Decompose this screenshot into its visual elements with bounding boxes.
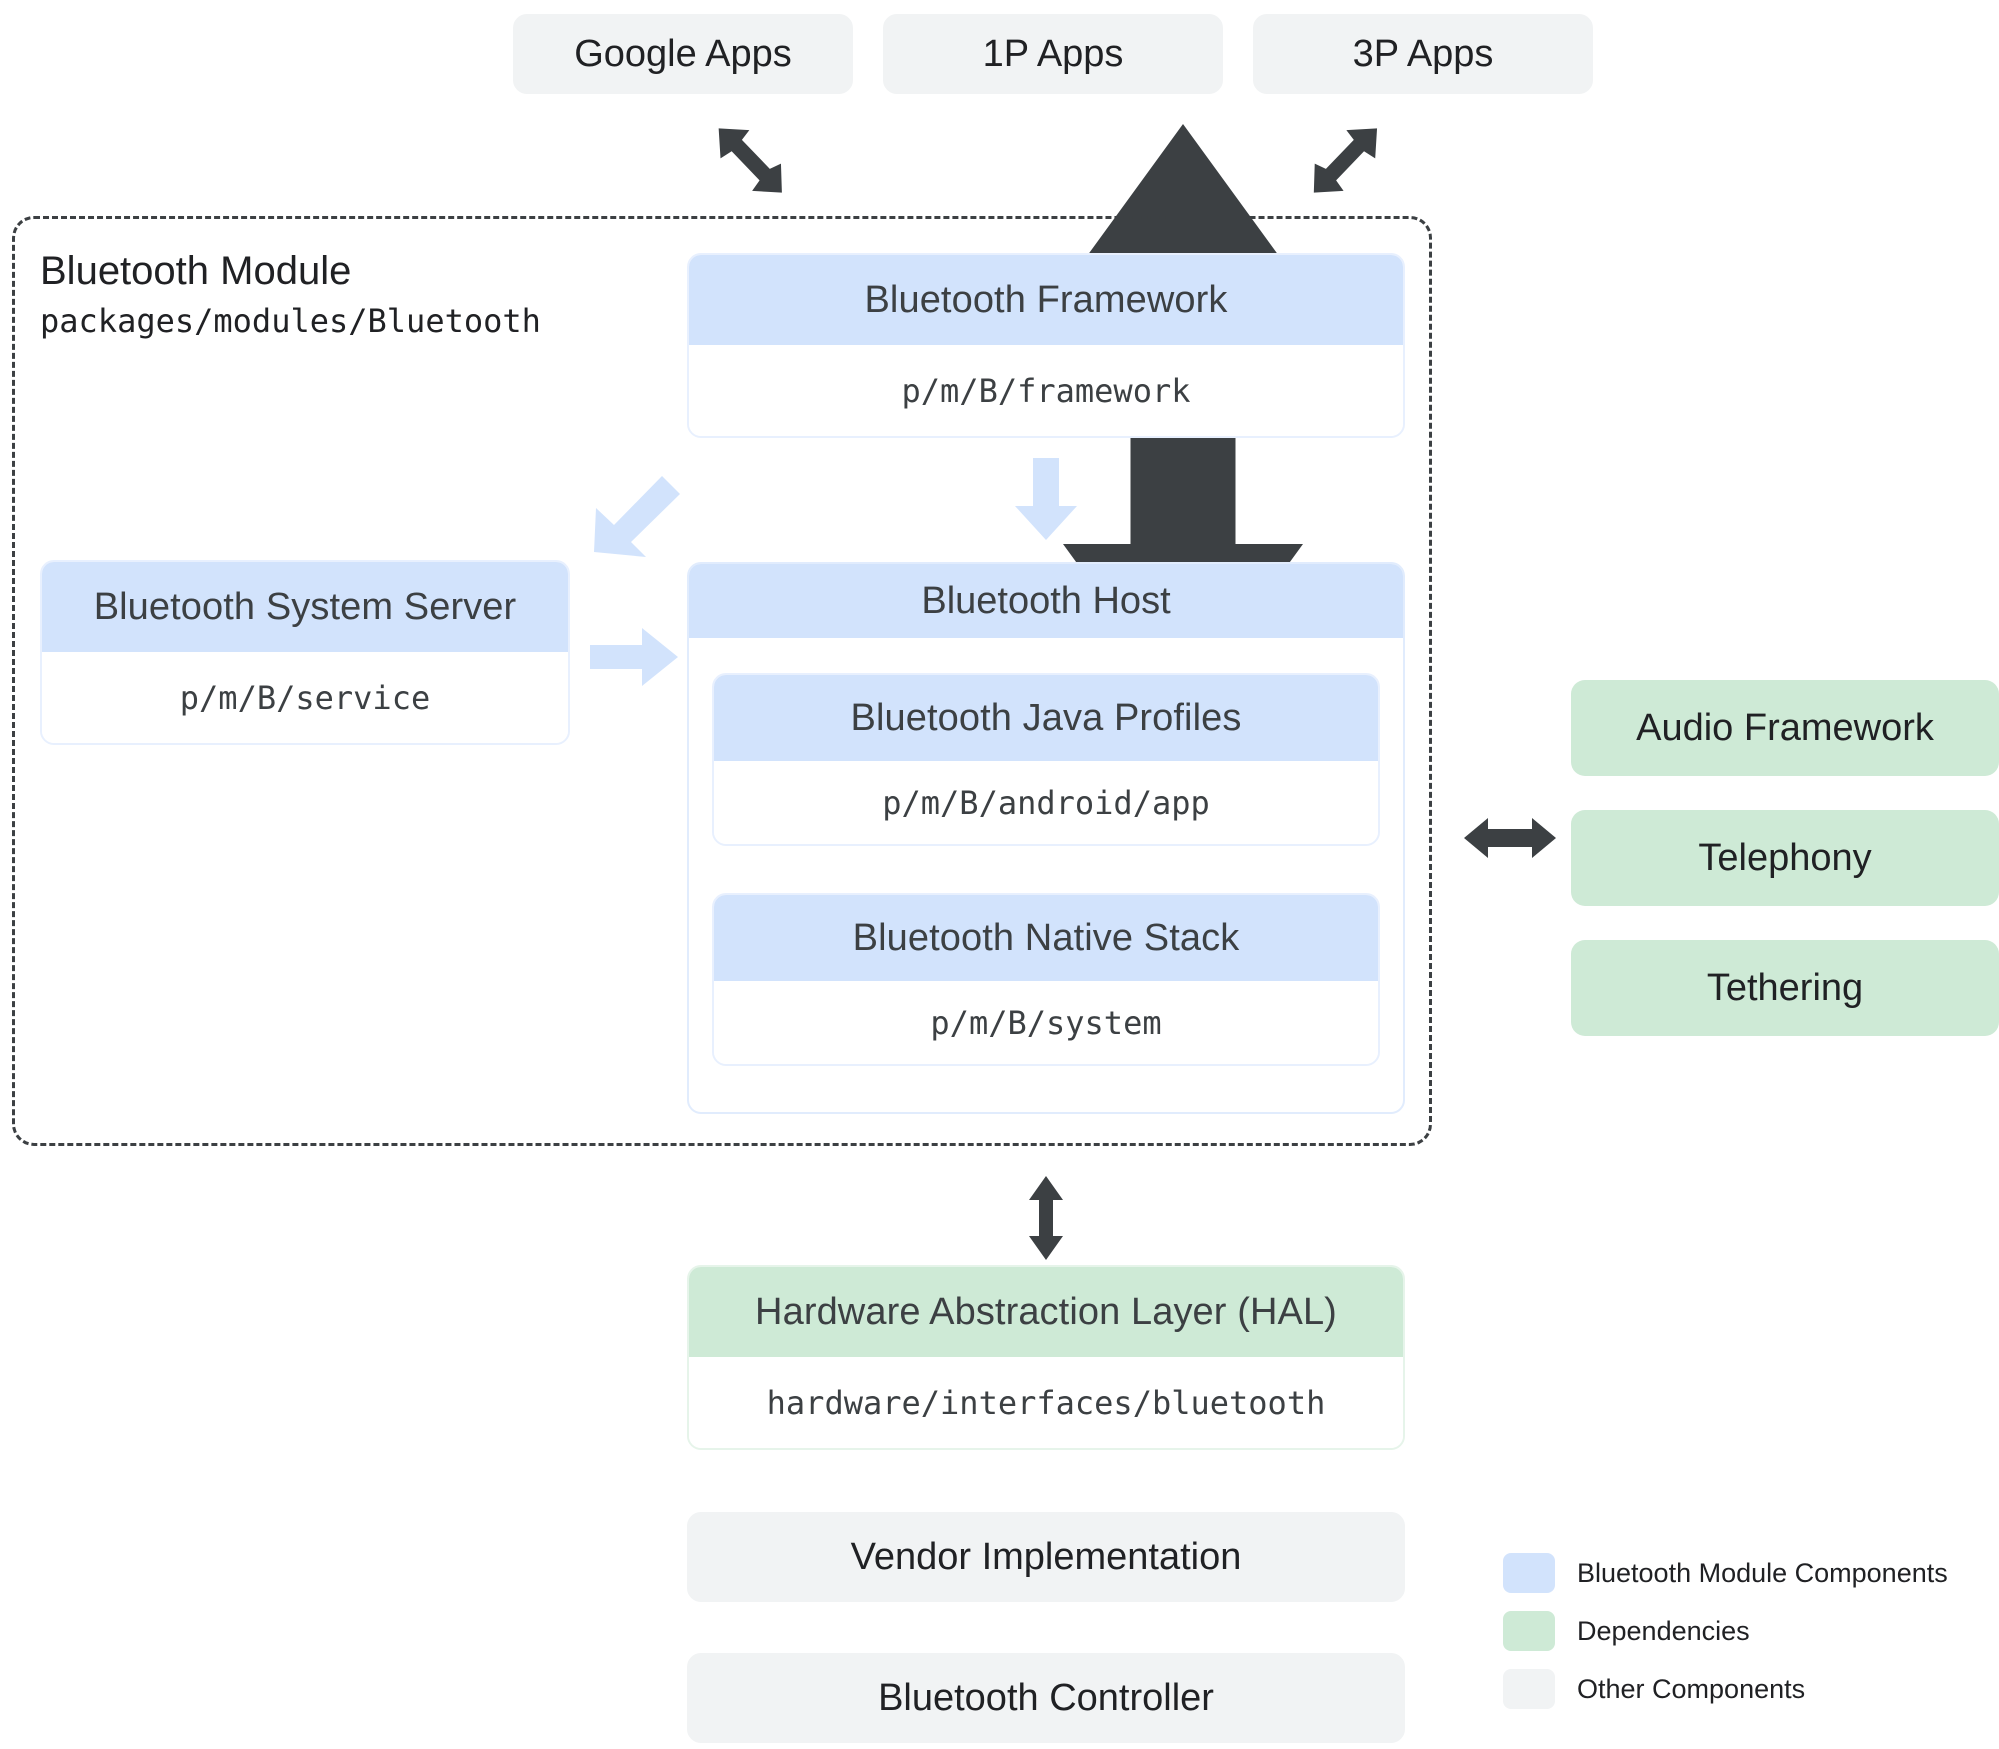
app-box-1p-apps[interactable]: 1P Apps <box>883 14 1223 94</box>
bluetooth-system-server-card[interactable]: Bluetooth System Server p/m/B/service <box>40 560 570 745</box>
app-box-google-apps-label: Google Apps <box>574 32 792 75</box>
dependency-audio-framework-label: Audio Framework <box>1636 706 1934 749</box>
app-box-1p-apps-label: 1P Apps <box>982 32 1124 75</box>
bluetooth-host-title: Bluetooth Host <box>689 564 1403 638</box>
legend-item-other-components: Other Components <box>1503 1669 1948 1709</box>
legend-item-module-components: Bluetooth Module Components <box>1503 1553 1948 1593</box>
dependency-telephony-label: Telephony <box>1698 836 1872 879</box>
legend-swatch-module-components <box>1503 1553 1555 1593</box>
bluetooth-module-path: packages/modules/Bluetooth <box>40 302 541 340</box>
arrow-system-server-to-host <box>590 626 678 688</box>
bluetooth-java-profiles-card[interactable]: Bluetooth Java Profiles p/m/B/android/ap… <box>712 673 1380 846</box>
bluetooth-native-stack-path: p/m/B/system <box>714 981 1378 1064</box>
legend-item-dependencies: Dependencies <box>1503 1611 1948 1651</box>
legend-label-dependencies: Dependencies <box>1577 1615 1750 1646</box>
bluetooth-java-profiles-path: p/m/B/android/app <box>714 761 1378 844</box>
bluetooth-framework-title: Bluetooth Framework <box>689 255 1403 345</box>
app-box-3p-apps-label: 3P Apps <box>1352 32 1494 75</box>
bluetooth-controller-box[interactable]: Bluetooth Controller <box>687 1653 1405 1743</box>
bluetooth-framework-card[interactable]: Bluetooth Framework p/m/B/framework <box>687 253 1405 438</box>
arrow-google-apps-to-module <box>712 128 802 200</box>
bluetooth-module-title: Bluetooth Module <box>40 249 352 293</box>
arrow-framework-to-system-server <box>588 462 684 558</box>
dependency-box-audio-framework[interactable]: Audio Framework <box>1571 680 1999 776</box>
hal-card[interactable]: Hardware Abstraction Layer (HAL) hardwar… <box>687 1265 1405 1450</box>
arrow-host-to-dependencies <box>1464 816 1556 860</box>
hal-title: Hardware Abstraction Layer (HAL) <box>689 1267 1403 1357</box>
arrow-framework-to-host <box>1005 458 1087 540</box>
legend: Bluetooth Module Components Dependencies… <box>1503 1553 1948 1709</box>
arrow-module-to-hal <box>1025 1176 1067 1260</box>
dependency-tethering-label: Tethering <box>1706 966 1864 1009</box>
bluetooth-native-stack-title: Bluetooth Native Stack <box>714 895 1378 981</box>
bluetooth-java-profiles-title: Bluetooth Java Profiles <box>714 675 1378 761</box>
legend-swatch-dependencies <box>1503 1611 1555 1651</box>
hal-path: hardware/interfaces/bluetooth <box>689 1357 1403 1448</box>
bluetooth-module-container <box>12 216 1432 1146</box>
vendor-implementation-box[interactable]: Vendor Implementation <box>687 1512 1405 1602</box>
dependency-box-telephony[interactable]: Telephony <box>1571 810 1999 906</box>
arrow-3p-apps-to-module <box>1300 128 1390 200</box>
bluetooth-system-server-title: Bluetooth System Server <box>42 562 568 652</box>
bluetooth-native-stack-card[interactable]: Bluetooth Native Stack p/m/B/system <box>712 893 1380 1066</box>
legend-swatch-other-components <box>1503 1669 1555 1709</box>
app-box-google-apps[interactable]: Google Apps <box>513 14 853 94</box>
app-box-3p-apps[interactable]: 3P Apps <box>1253 14 1593 94</box>
bluetooth-controller-label: Bluetooth Controller <box>878 1676 1214 1719</box>
legend-label-other-components: Other Components <box>1577 1673 1806 1704</box>
bluetooth-framework-path: p/m/B/framework <box>689 345 1403 436</box>
dependency-box-tethering[interactable]: Tethering <box>1571 940 1999 1036</box>
bluetooth-system-server-path: p/m/B/service <box>42 652 568 743</box>
vendor-implementation-label: Vendor Implementation <box>850 1535 1242 1578</box>
legend-label-module-components: Bluetooth Module Components <box>1577 1557 1948 1588</box>
